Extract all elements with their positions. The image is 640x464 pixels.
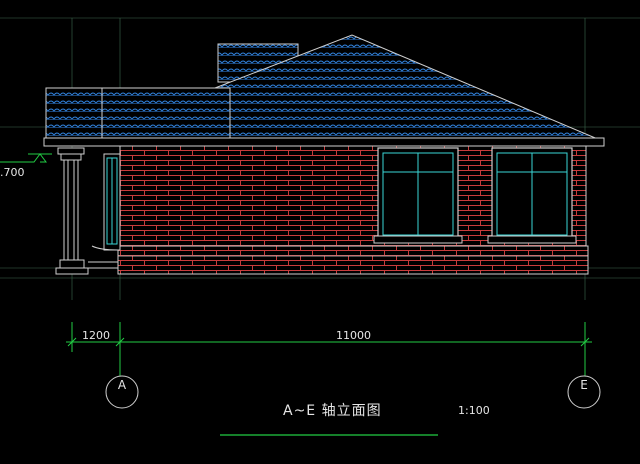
porch-side-window xyxy=(103,153,121,251)
axis-label-a: A xyxy=(117,378,127,392)
porch-roof xyxy=(45,87,231,141)
dimension-label-main: 11000 xyxy=(336,329,371,342)
drawing-title: A~E 轴立面图 xyxy=(283,403,382,419)
dimension-line xyxy=(66,322,592,352)
axis-bubble-a xyxy=(105,375,139,409)
window-left xyxy=(373,147,463,244)
porch-steps xyxy=(84,245,119,269)
wall-plinth xyxy=(117,245,589,275)
axis-bubble-e xyxy=(567,375,601,409)
level-label: .700 xyxy=(0,166,25,179)
porch-column xyxy=(55,147,89,275)
axis-label-e: E xyxy=(580,378,588,392)
eave xyxy=(43,137,605,147)
window-right xyxy=(487,147,577,244)
drawing-scale: 1:100 xyxy=(458,404,490,417)
level-marker xyxy=(0,153,52,163)
dimension-label-left: 1200 xyxy=(82,329,110,342)
